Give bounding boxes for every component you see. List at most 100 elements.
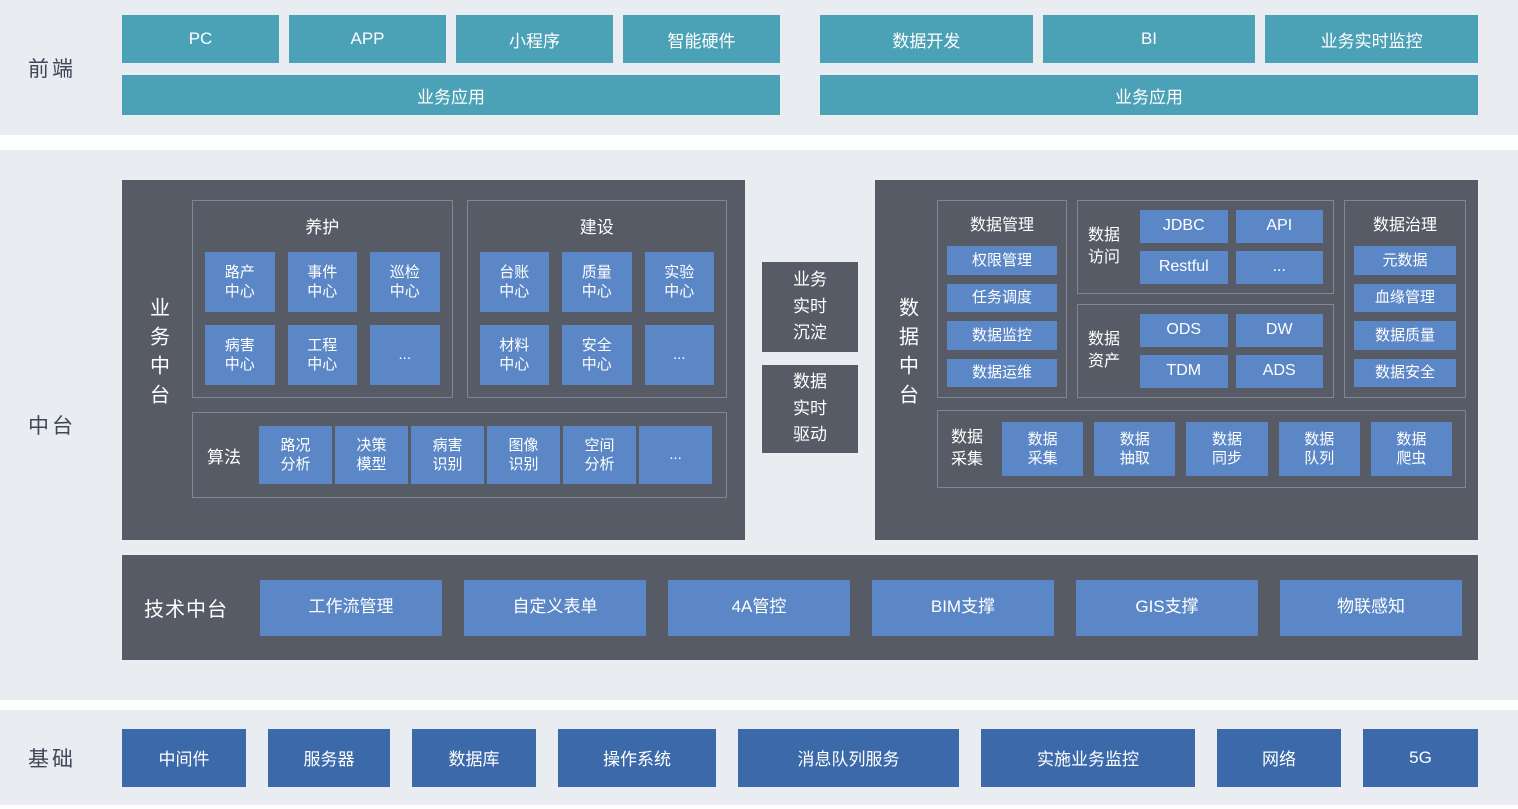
foundation-cell: 网络 [1217, 728, 1341, 787]
data-platform-main: 数据管理 权限管理 任务调度 数据监控 数据运维 数据 访问 JDBC API … [937, 200, 1466, 510]
foundation-cell: 消息队列服务 [738, 728, 959, 787]
data-collection-cell: 数据 抽取 [1094, 422, 1176, 476]
business-platform-main: 养护 路产 中心 事件 中心 巡检 中心 病害 中心 工程 中心 ... 建设 … [192, 200, 727, 510]
data-assets-cell: DW [1235, 314, 1323, 347]
center-cell: 工程 中心 [287, 325, 357, 385]
maintenance-group: 养护 路产 中心 事件 中心 巡检 中心 病害 中心 工程 中心 ... [192, 200, 453, 398]
data-platform-top: 数据管理 权限管理 任务调度 数据监控 数据运维 数据 访问 JDBC API … [937, 200, 1466, 398]
data-assets-cell: ODS [1140, 314, 1228, 347]
construction-group: 建设 台账 中心 质量 中心 实验 中心 材料 中心 安全 中心 ... [466, 200, 727, 398]
data-platform-title: 数据中台 [895, 297, 918, 413]
data-access-cell: API [1235, 210, 1323, 243]
foundation-cell: 中间件 [122, 728, 246, 787]
data-management-cell: 数据监控 [947, 321, 1057, 350]
construction-cells: 台账 中心 质量 中心 实验 中心 材料 中心 安全 中心 ... [479, 252, 714, 385]
business-group-row: 养护 路产 中心 事件 中心 巡检 中心 病害 中心 工程 中心 ... 建设 … [192, 200, 727, 398]
business-app-bar: 业务应用 [122, 75, 780, 115]
construction-group-title: 建设 [579, 218, 614, 237]
business-platform-title: 业务中台 [146, 297, 169, 413]
tech-cell: BIM支撑 [872, 579, 1054, 636]
center-cell-more: ... [370, 325, 440, 385]
tech-cell: 工作流管理 [260, 579, 442, 636]
frontend-channel-box: 数据开发 [820, 15, 1033, 63]
algorithm-cell: 图像 识别 [487, 426, 560, 484]
business-realtime-sink-box: 业务 实时 沉淀 [762, 262, 858, 352]
center-cell: 材料 中心 [479, 325, 549, 385]
data-management-group: 数据管理 权限管理 任务调度 数据监控 数据运维 [937, 200, 1067, 398]
center-cell: 路产 中心 [205, 252, 275, 312]
data-governance-cell: 元数据 [1354, 246, 1456, 275]
maintenance-group-title: 养护 [305, 218, 340, 237]
data-access-cell: JDBC [1140, 210, 1228, 243]
data-governance-cell: 数据安全 [1354, 358, 1456, 387]
data-governance-cell: 血缘管理 [1354, 283, 1456, 312]
business-app-bar: 业务应用 [820, 75, 1478, 115]
tech-platform-label: 技术中台 [144, 599, 228, 621]
data-management-title: 数据管理 [969, 217, 1034, 234]
data-access-cell: Restful [1140, 251, 1228, 284]
foundation-cell: 5G [1363, 728, 1478, 787]
data-assets-cell: TDM [1140, 355, 1228, 388]
tech-cell: 自定义表单 [464, 579, 646, 636]
frontend-channel-box: 智能硬件 [623, 15, 780, 63]
business-platform-panel: 业务中台 养护 路产 中心 事件 中心 巡检 中心 病害 中心 工程 中心 ..… [122, 180, 745, 540]
foundation-layer: 基础 中间件 服务器 数据库 操作系统 消息队列服务 实施业务监控 网络 5G [0, 710, 1518, 805]
data-collection-row: 数据 采集 数据 采集 数据 抽取 数据 同步 数据 队列 数据 爬虫 [937, 410, 1466, 488]
algorithm-row: 算法 路况 分析 决策 模型 病害 识别 图像 识别 空间 分析 ... [192, 412, 727, 498]
data-collection-cell: 数据 同步 [1186, 422, 1268, 476]
frontend-layer: 前端 PC APP 小程序 智能硬件 业务应用 数据开发 BI 业务实时监控 业… [0, 0, 1518, 135]
foundation-cell: 数据库 [412, 728, 536, 787]
data-collection-cell: 数据 采集 [1002, 422, 1084, 476]
data-collection-cell: 数据 爬虫 [1370, 422, 1453, 476]
foundation-cell: 服务器 [268, 728, 390, 787]
algorithm-cell: 病害 识别 [411, 426, 484, 484]
center-cell: 病害 中心 [205, 325, 275, 385]
tech-platform-bar: 技术中台 工作流管理 自定义表单 4A管控 BIM支撑 GIS支撑 物联感知 [122, 555, 1478, 660]
data-management-cell: 数据运维 [947, 358, 1057, 387]
frontend-channel-box: 业务实时监控 [1265, 15, 1479, 63]
center-cell: 事件 中心 [287, 252, 357, 312]
data-assets-cells: ODS DW TDM ADS [1140, 314, 1323, 388]
data-management-cell: 任务调度 [947, 283, 1057, 312]
foundation-layer-label: 基础 [28, 747, 76, 771]
data-governance-cell: 数据质量 [1354, 321, 1456, 350]
foundation-row: 中间件 服务器 数据库 操作系统 消息队列服务 实施业务监控 网络 5G [122, 728, 1478, 787]
data-assets-label: 数据 资产 [1088, 331, 1121, 370]
frontend-left-row: PC APP 小程序 智能硬件 [122, 15, 780, 63]
frontend-channel-box: PC [122, 15, 279, 63]
middle-layer-label: 中台 [28, 415, 76, 438]
data-access-cells: JDBC API Restful ... [1140, 210, 1323, 284]
algorithm-cell: 决策 模型 [335, 426, 408, 484]
frontend-right-row: 数据开发 BI 业务实时监控 [820, 15, 1479, 63]
data-access-group: 数据 访问 JDBC API Restful ... [1077, 200, 1334, 294]
algorithm-cell: 空间 分析 [563, 426, 636, 484]
data-assets-cell: ADS [1235, 355, 1323, 388]
tech-cell: GIS支撑 [1076, 579, 1258, 636]
frontend-content: PC APP 小程序 智能硬件 业务应用 数据开发 BI 业务实时监控 业务应用 [122, 15, 1479, 115]
data-realtime-drive-box: 数据 实时 驱动 [762, 365, 858, 453]
data-governance-group: 数据治理 元数据 血缘管理 数据质量 数据安全 [1344, 200, 1466, 398]
frontend-channel-box: APP [289, 15, 446, 63]
data-management-cell: 权限管理 [947, 246, 1057, 275]
tech-cell: 4A管控 [668, 579, 850, 636]
center-cell-more: ... [644, 325, 714, 385]
foundation-cell: 操作系统 [558, 728, 716, 787]
data-access-cell-more: ... [1235, 251, 1323, 284]
foundation-cell: 实施业务监控 [981, 728, 1195, 787]
maintenance-cells: 路产 中心 事件 中心 巡检 中心 病害 中心 工程 中心 ... [205, 252, 440, 385]
data-platform-panel: 数据中台 数据管理 权限管理 任务调度 数据监控 数据运维 数据 访问 JDBC… [875, 180, 1478, 540]
frontend-channel-box: BI [1042, 15, 1256, 63]
algorithm-cell: 路况 分析 [259, 426, 332, 484]
algorithm-label: 算法 [207, 447, 241, 467]
data-collection-label: 数据 采集 [951, 429, 984, 468]
middle-layer: 中台 业务中台 养护 路产 中心 事件 中心 巡检 中心 病害 中心 工程 中心… [0, 150, 1518, 700]
frontend-left-group: PC APP 小程序 智能硬件 业务应用 [122, 15, 780, 115]
data-assets-group: 数据 资产 ODS DW TDM ADS [1077, 304, 1334, 398]
center-cell: 台账 中心 [479, 252, 549, 312]
data-collection-cells: 数据 采集 数据 抽取 数据 同步 数据 队列 数据 爬虫 [1002, 422, 1453, 476]
algorithm-cells: 路况 分析 决策 模型 病害 识别 图像 识别 空间 分析 ... [259, 426, 712, 484]
algorithm-cell-more: ... [639, 426, 712, 484]
tech-platform-cells: 工作流管理 自定义表单 4A管控 BIM支撑 GIS支撑 物联感知 [260, 579, 1462, 636]
tech-cell: 物联感知 [1280, 579, 1462, 636]
data-access-label: 数据 访问 [1088, 227, 1121, 266]
